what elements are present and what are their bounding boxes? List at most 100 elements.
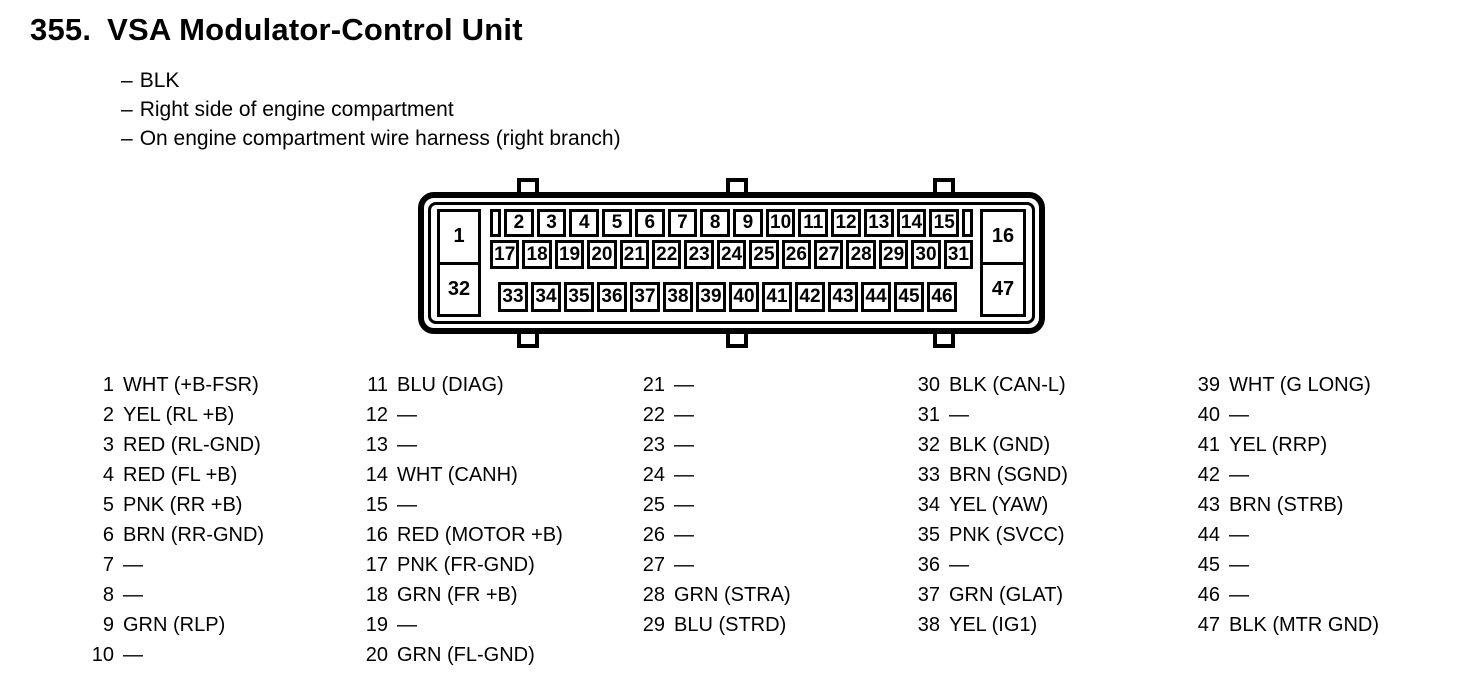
pin-row-46: 46— [1194,580,1379,610]
pin-cavity-31: 31 [943,240,974,269]
pin-cavity-19: 19 [554,240,585,269]
pin-cavity-8: 8 [700,209,731,237]
pin-row-12: 12— [362,400,563,430]
pin-number: 20 [365,643,388,666]
pin-row-15: 15— [362,490,563,520]
bullet-dash: – [121,126,133,150]
pin-row-25: 25— [639,490,791,520]
pin-description: GRN (FR +B) [397,583,518,606]
pin-number: 22 [642,403,665,426]
pin-cavity-13: 13 [863,209,894,237]
pin-description: — [397,403,417,426]
pin-number: 15 [365,493,388,516]
pin-row-19: 19— [362,610,563,640]
pin-number: 18 [365,583,388,606]
pin-cavity-16: 16 [980,209,1026,265]
pin-description: BRN (RR-GND) [123,523,265,546]
pin-description: — [1229,553,1249,576]
pin-cavity-5: 5 [602,209,632,237]
pin-cavity-10: 10 [765,209,796,237]
pin-number: 19 [365,613,388,636]
pin-description: — [674,373,694,396]
pin-number: 8 [102,583,114,606]
pin-description: RED (FL +B) [123,463,238,486]
pin-cavity-15: 15 [929,209,960,237]
pin-row-23: 23— [639,430,791,460]
pin-description: BLU (DIAG) [397,373,504,396]
pin-cavity-38: 38 [663,282,693,312]
pin-cavity-43: 43 [828,282,858,312]
pin-description: YEL (RRP) [1229,433,1328,456]
pin-number: 13 [365,433,388,456]
pin-row-13: 13 — [362,430,563,460]
pin-number: 47 [1197,613,1220,636]
pin-number: 1 [102,373,114,396]
pin-description: WHT (+B-FSR) [123,373,259,396]
pin-cavity-14: 14 [896,209,927,237]
location-note: –On engine compartment wire harness (rig… [121,124,621,153]
location-note-text: On engine compartment wire harness (righ… [139,126,621,150]
pin-cavity-11: 11 [798,209,829,237]
pin-row-31: 31— [914,400,1068,430]
pin-number: 2 [102,403,114,426]
pin-cavity-40: 40 [729,282,759,312]
pin-number: 7 [102,553,114,576]
pin-description: PNK (SVCC) [949,523,1065,546]
pin-number: 46 [1197,583,1220,606]
pin-number: 40 [1197,403,1220,426]
location-notes: –BLK–Right side of engine compartment–On… [121,66,621,153]
pin-cavity-21: 21 [619,240,650,269]
location-note: –BLK [121,66,621,95]
pin-number: 43 [1197,493,1220,516]
pin-cavity-42: 42 [795,282,825,312]
pin-cavity-27: 27 [814,240,844,269]
pin-number: 27 [642,553,665,576]
section-number: 355. [30,12,92,47]
pin-description: GRN (RLP) [123,613,226,636]
pin-description: — [1229,523,1249,546]
pin-description: YEL (RL +B) [123,403,235,426]
pin-description: — [674,493,694,516]
pin-number: 26 [642,523,665,546]
pin-description: YEL (IG1) [949,613,1038,636]
pin-cavity-2: 2 [504,209,534,237]
pin-description: WHT (CANH) [397,463,518,486]
pin-row-7: 7— [88,550,264,580]
connector-right-column: 16 47 [980,209,1026,317]
pin-cavity-46: 46 [927,282,957,312]
pin-description: — [949,403,969,426]
pin-number: 36 [917,553,940,576]
pin-description: RED (MOTOR +B) [397,523,563,546]
pin-cavity-37: 37 [630,282,660,312]
pin-number: 23 [642,433,665,456]
pin-description: RED (RL-GND) [123,433,261,456]
pin-description: GRN (GLAT) [949,583,1064,606]
pin-cavity-26: 26 [781,240,812,269]
pin-number: 10 [91,643,114,666]
pin-number: 17 [365,553,388,576]
pin-description: — [397,433,417,456]
pin-cavity-7: 7 [667,209,698,237]
pin-description: — [674,553,694,576]
pin-cavity-17: 17 [490,240,520,269]
pin-cavity-22: 22 [652,240,682,269]
pin-description: BLK (MTR GND) [1229,613,1379,636]
